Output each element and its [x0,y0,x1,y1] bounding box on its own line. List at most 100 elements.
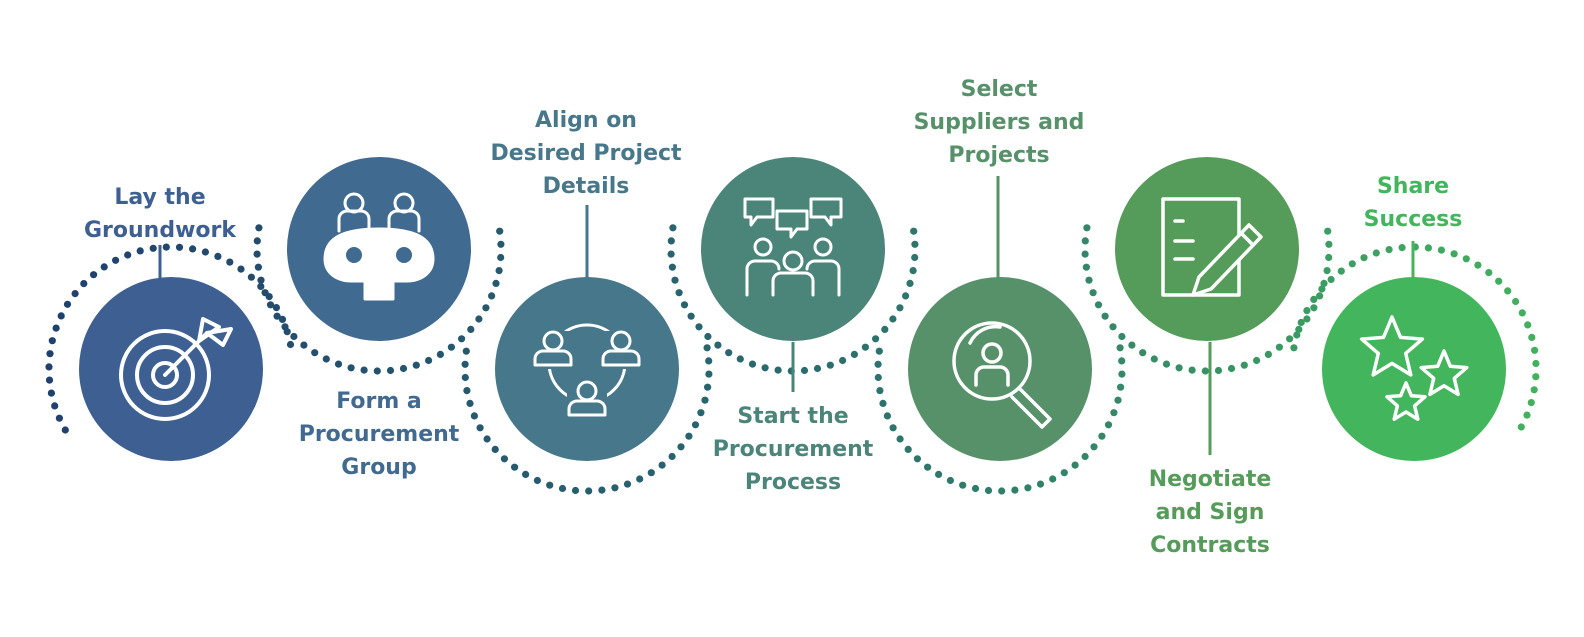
ring-dot [1118,332,1126,341]
ring-dot [876,387,884,395]
ring-dot [725,349,733,357]
ring-dot [748,360,757,368]
ring-dot [90,271,98,279]
ring-dot [1325,240,1333,248]
ring-dot [278,315,287,323]
ring-dot [1528,333,1536,341]
ring-dot [861,343,870,351]
ring-dot [1227,364,1236,373]
ring-dot [1450,250,1458,258]
ring-dot [52,324,60,332]
ring-dot [881,325,889,333]
ring-dot [47,389,56,397]
ring-dot [813,364,822,373]
ring-dot [1531,346,1539,354]
ring-dot [910,227,918,235]
ring-dot [736,355,744,363]
group-discussion-icon [743,197,843,297]
ring-dot [571,486,580,495]
ring-dot [1139,349,1147,357]
ring-dot [946,476,955,485]
ring-dot [497,240,505,248]
ring-dot [904,445,912,453]
ring-dot [63,300,72,308]
contract-pen-icon [1161,197,1263,297]
ring-dot [667,237,675,245]
ring-dot [1530,386,1538,394]
ring-dot [1024,484,1032,492]
ring-dot [1324,227,1332,235]
ring-dot [879,399,887,407]
ring-dot [647,469,655,477]
stars-icon [1359,315,1469,421]
ring-dot [704,383,712,391]
step-circle-5 [908,277,1092,461]
ring-dot [701,396,709,404]
ring-dot [412,361,420,369]
ring-dot [257,276,265,284]
ring-dot [1011,486,1019,494]
ring-dot [971,484,980,493]
ring-dot [1360,254,1368,262]
ring-dot [281,323,289,331]
ring-dot [461,360,469,368]
ring-dot [598,486,606,494]
ring-dot [1327,275,1335,284]
ring-dot [46,350,54,358]
ring-dot [1275,343,1283,351]
ring-dot [1474,261,1482,269]
ring-dot [636,475,644,483]
ring-dot [1117,383,1125,391]
ring-dot [447,343,455,351]
ring-dot [1089,289,1097,297]
step-circle-7 [1322,277,1506,461]
ring-dot [322,355,330,363]
ring-dot [1110,409,1118,417]
ring-dot [1090,443,1098,451]
step-circle-4 [701,157,885,341]
ring-dot [124,251,132,259]
ring-dot [149,244,157,252]
ring-dot [675,289,683,297]
ring-dot [1286,335,1294,343]
ring-dot [500,455,508,463]
ring-dot [255,224,263,232]
ring-dot [705,357,713,365]
ring-dot [1523,411,1531,419]
ring-dot [100,263,108,271]
ring-dot [360,366,368,374]
ring-dot [826,361,834,369]
ring-dot [705,370,713,378]
ring-dot [466,399,474,407]
search-person-icon [952,321,1052,429]
ring-dot [669,224,677,232]
ring-dot [1532,373,1540,381]
ring-dot [1385,246,1393,254]
ring-dot [1214,366,1223,375]
ring-dot [1118,357,1126,365]
ring-dot [697,409,705,417]
ring-dot [112,256,120,264]
ring-dot [1081,250,1089,258]
ring-dot [959,481,967,489]
ring-dot [175,243,184,251]
ring-dot [136,247,144,255]
ring-dot [488,292,496,300]
ring-dot [1114,396,1122,404]
ring-dot [1424,244,1432,252]
ring-dot [872,335,880,343]
ring-dot [533,476,542,485]
ring-dot [80,280,88,288]
ring-dot [1049,475,1057,483]
meeting-table-icon [323,192,435,301]
ring-dot [1116,344,1124,352]
ring-dot [247,273,255,281]
ring-dot [1036,480,1045,488]
ring-dot [998,487,1006,495]
ring-dot [761,364,769,372]
ring-dot [347,364,355,372]
